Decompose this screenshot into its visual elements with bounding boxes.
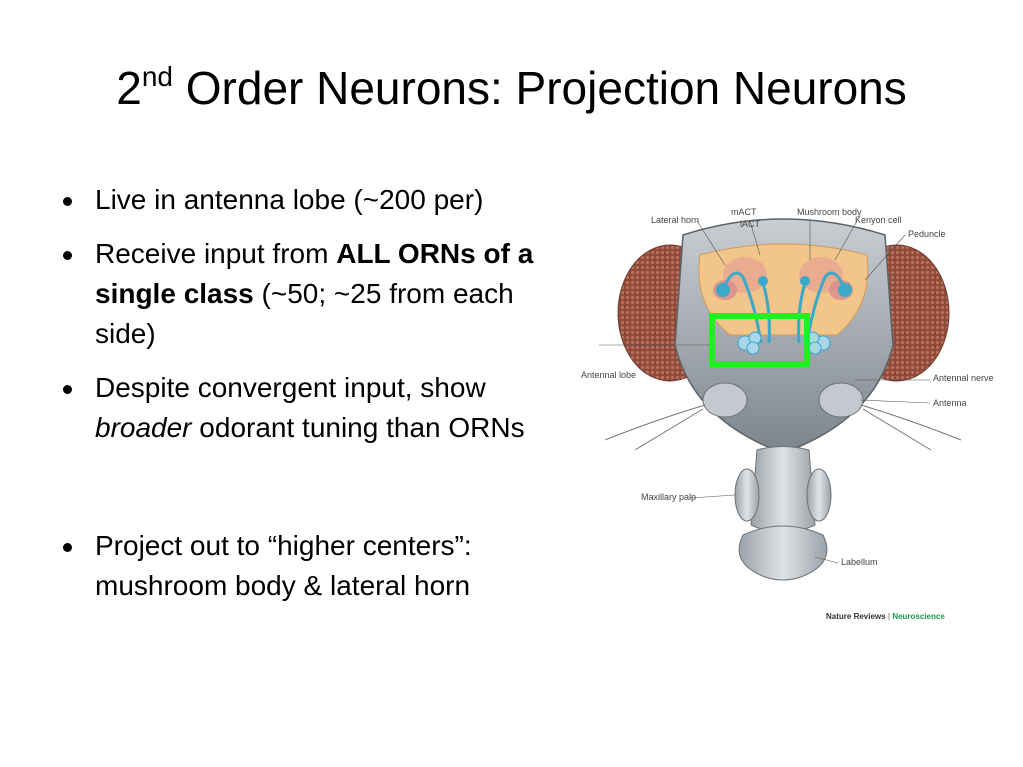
label-mact: mACT — [731, 207, 757, 217]
maxillary-palp — [734, 468, 760, 522]
label-kenyon-cell: Kenyon cell — [855, 215, 902, 225]
label-antennal-nerve: Antennal nerve — [933, 373, 994, 383]
title-number: 2 — [116, 62, 142, 114]
bullet-item: Receive input from ALL ORNs of a single … — [60, 234, 570, 354]
italic-emphasis: broader — [95, 412, 192, 443]
bold-emphasis: ALL ORNs of a single class — [95, 238, 534, 309]
bullet-item: Live in antenna lobe (~200 per) — [60, 180, 570, 220]
bullet-dot-icon — [63, 385, 72, 394]
antennal-lobe-highlight — [709, 313, 810, 367]
label-labellum: Labellum — [841, 557, 878, 567]
bullet-item: Despite convergent input, show broader o… — [60, 368, 570, 448]
label-peduncle: Peduncle — [908, 229, 946, 239]
proboscis — [750, 446, 816, 533]
bullet-dot-icon — [63, 543, 72, 552]
label-maxillary-palp: Maxillary palp — [641, 492, 696, 502]
projection-neurons — [721, 271, 847, 344]
label-iact: iACT — [740, 219, 761, 229]
bullet-dot-icon — [63, 251, 72, 260]
label-antenna: Antenna — [933, 398, 967, 408]
title-text: Order Neurons: Projection Neurons — [172, 62, 907, 114]
label-antennal-lobe: Antennal lobe — [581, 370, 636, 380]
label-mushroom-body: Mushroom body — [797, 207, 862, 217]
labellum — [738, 525, 828, 581]
bullet-item: Project out to “higher centers”: mushroo… — [60, 526, 570, 606]
antennae — [702, 382, 864, 418]
fly-head-diagram: Lateral horn mACT iACT Mushroom body Ken… — [575, 195, 995, 635]
slide-title: 2nd Order Neurons: Projection Neurons — [0, 62, 1023, 115]
figure-credit: Nature Reviews | Neuroscience — [826, 612, 945, 621]
label-lateral-horn: Lateral horn — [651, 215, 699, 225]
title-ordinal: nd — [141, 61, 173, 92]
bullet-dot-icon — [63, 197, 72, 206]
fly-head-illustration: Lateral horn mACT iACT Mushroom body Ken… — [581, 207, 994, 581]
bullet-list: Live in antenna lobe (~200 per) Receive … — [60, 180, 570, 606]
